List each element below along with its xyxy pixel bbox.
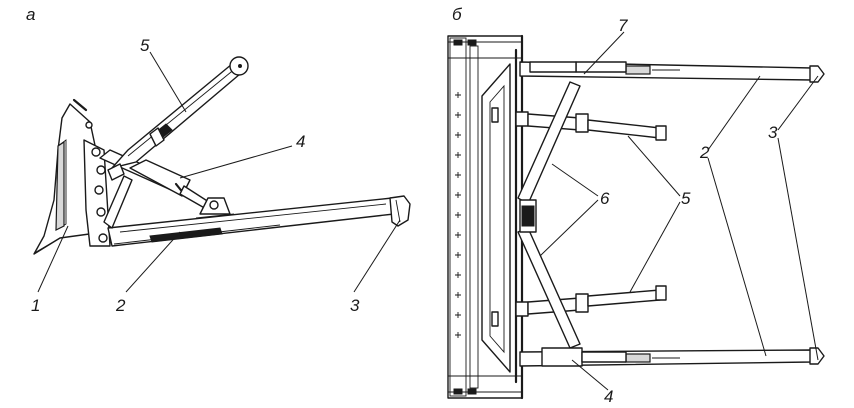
callout-a-2: 2	[115, 296, 126, 315]
leader-b-6b	[539, 199, 599, 257]
callout-a-3: 3	[350, 296, 360, 315]
leader-b-3a	[777, 75, 819, 131]
leader-b-5b	[629, 201, 681, 293]
leader-b-3b	[777, 137, 819, 361]
callout-b-6: 6	[600, 189, 610, 208]
brace-strut	[103, 175, 133, 229]
lift-cylinder-side	[107, 56, 249, 181]
leader-b-6a	[551, 163, 599, 197]
leader-a-5	[149, 51, 187, 113]
panel-label-a: а	[26, 5, 35, 24]
callout-b-5: 5	[681, 189, 691, 208]
tilt-cylinder-plan	[529, 61, 627, 367]
callout-a-5: 5	[140, 36, 150, 55]
callout-b-4: 4	[604, 387, 613, 406]
leader-a-4	[179, 145, 293, 179]
leader-b-2a	[707, 75, 761, 151]
leader-a-3	[353, 219, 401, 293]
panel-a-side-view: а	[26, 5, 411, 315]
leader-b-7	[583, 31, 625, 75]
panel-label-b: б	[452, 5, 463, 24]
callout-b-3: 3	[768, 123, 778, 142]
blade-plan	[447, 34, 524, 400]
leader-a-2	[125, 231, 181, 293]
leader-b-5a	[627, 135, 681, 197]
push-beam-side	[107, 195, 411, 247]
callout-a-1: 1	[31, 296, 40, 315]
diagonal-braces-plan	[517, 81, 581, 349]
leader-b-2b	[707, 157, 767, 357]
panel-b-top-view: б	[447, 5, 825, 406]
callout-b-7: 7	[618, 16, 628, 35]
callout-b-2: 2	[699, 143, 710, 162]
lift-cylinders-plan	[515, 111, 667, 317]
leader-b-4	[571, 359, 609, 391]
blade-side	[33, 98, 111, 255]
callout-a-4: 4	[296, 132, 305, 151]
leader-a-1	[37, 225, 69, 293]
